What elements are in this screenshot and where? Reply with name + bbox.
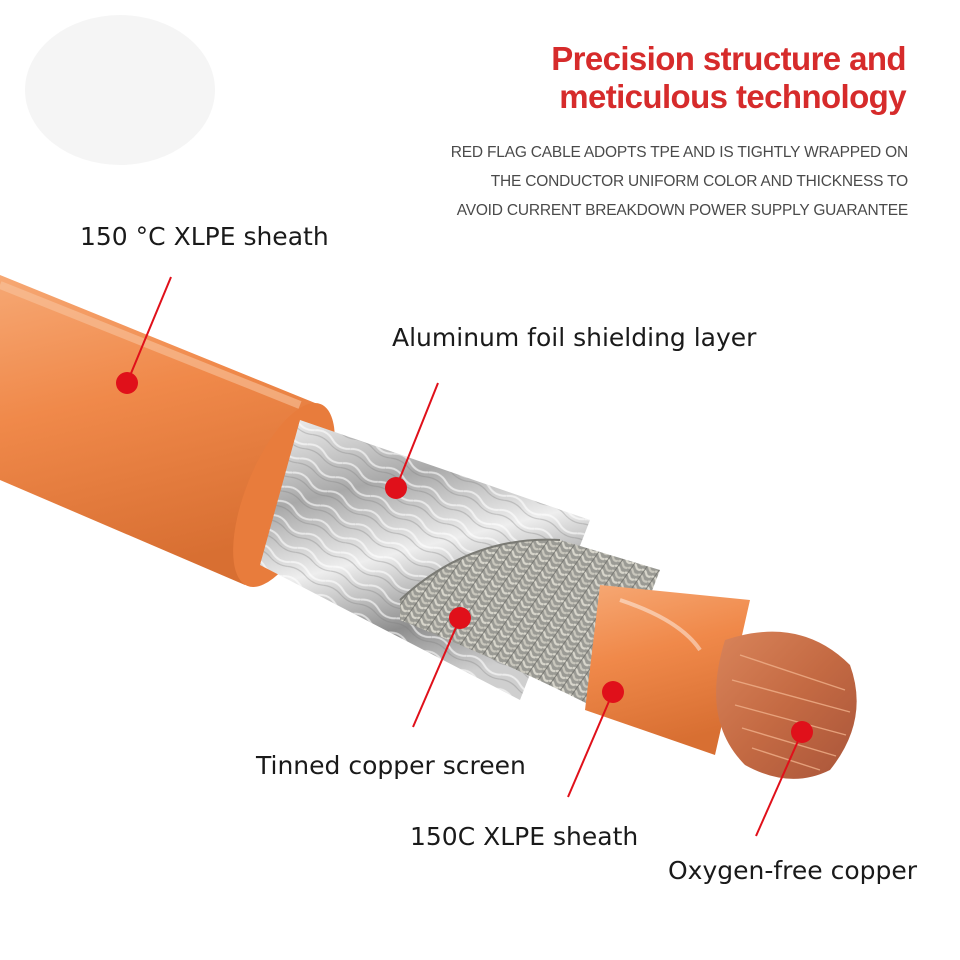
label-outer-sheath: 150 °C XLPE sheath bbox=[80, 222, 329, 251]
description-line-1: RED FLAG CABLE ADOPTS TPE AND IS TIGHTLY… bbox=[450, 144, 908, 161]
label-conductor: Oxygen-free copper bbox=[668, 856, 918, 885]
description-line-2: THE CONDUCTOR UNIFORM COLOR AND THICKNES… bbox=[490, 173, 908, 190]
copper-conductor-shape bbox=[716, 631, 857, 779]
marker-dots bbox=[116, 372, 813, 743]
marker-dot-outer-sheath bbox=[116, 372, 138, 394]
pointer-line-braid bbox=[412, 617, 461, 728]
marker-dot-inner-sheath bbox=[602, 681, 624, 703]
label-copper-screen: Tinned copper screen bbox=[256, 751, 526, 780]
inner-sheath-shape bbox=[585, 585, 750, 755]
pointer-line-foil bbox=[395, 382, 439, 489]
page-title: Precision structure and meticulous techn… bbox=[551, 40, 906, 116]
title-line-2: meticulous technology bbox=[559, 78, 906, 115]
description-text: RED FLAG CABLE ADOPTS TPE AND IS TIGHTLY… bbox=[388, 138, 908, 225]
marker-dot-copper bbox=[791, 721, 813, 743]
label-inner-sheath: 150C XLPE sheath bbox=[410, 822, 639, 851]
watermark-shape bbox=[25, 15, 215, 165]
pointer-line-outer-sheath bbox=[126, 276, 172, 384]
pointer-line-inner-sheath bbox=[567, 691, 614, 798]
pointer-lines bbox=[126, 276, 803, 837]
label-foil-shield: Aluminum foil shielding layer bbox=[392, 323, 757, 352]
pointer-line-copper bbox=[755, 731, 803, 837]
marker-dot-braid bbox=[449, 607, 471, 629]
marker-dot-foil bbox=[385, 477, 407, 499]
title-line-1: Precision structure and bbox=[551, 40, 906, 77]
description-line-3: AVOID CURRENT BREAKDOWN POWER SUPPLY GUA… bbox=[456, 202, 908, 219]
